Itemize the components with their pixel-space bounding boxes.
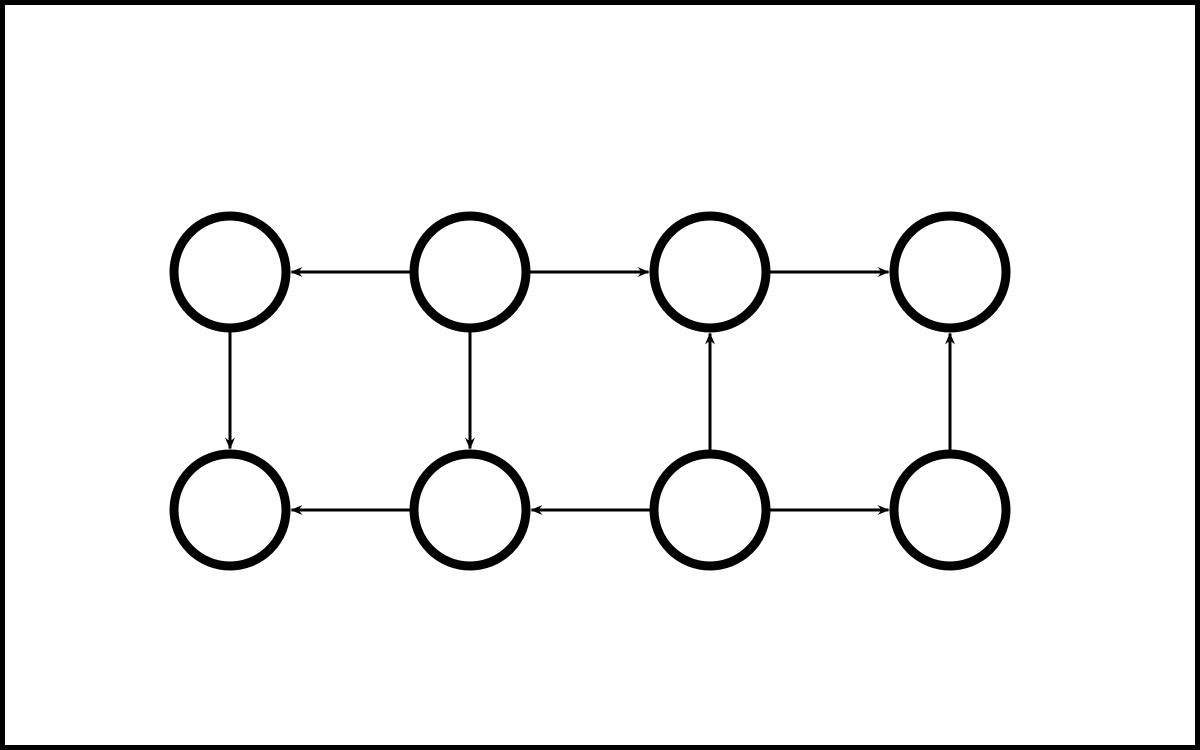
node-bottom-1 (169, 449, 291, 571)
node-circle (889, 449, 1011, 571)
node-circle (169, 211, 291, 333)
node-top-3 (649, 211, 771, 333)
node-circle (169, 449, 291, 571)
node-top-4 (889, 211, 1011, 333)
node-circle (409, 211, 531, 333)
nodes-layer (169, 211, 1011, 571)
node-circle (649, 449, 771, 571)
node-bottom-4 (889, 449, 1011, 571)
node-circle (409, 449, 531, 571)
node-top-2 (409, 211, 531, 333)
node-bottom-3 (649, 449, 771, 571)
node-top-1 (169, 211, 291, 333)
node-circle (889, 211, 1011, 333)
edges-layer (225, 267, 955, 515)
node-circle (649, 211, 771, 333)
node-bottom-2 (409, 449, 531, 571)
